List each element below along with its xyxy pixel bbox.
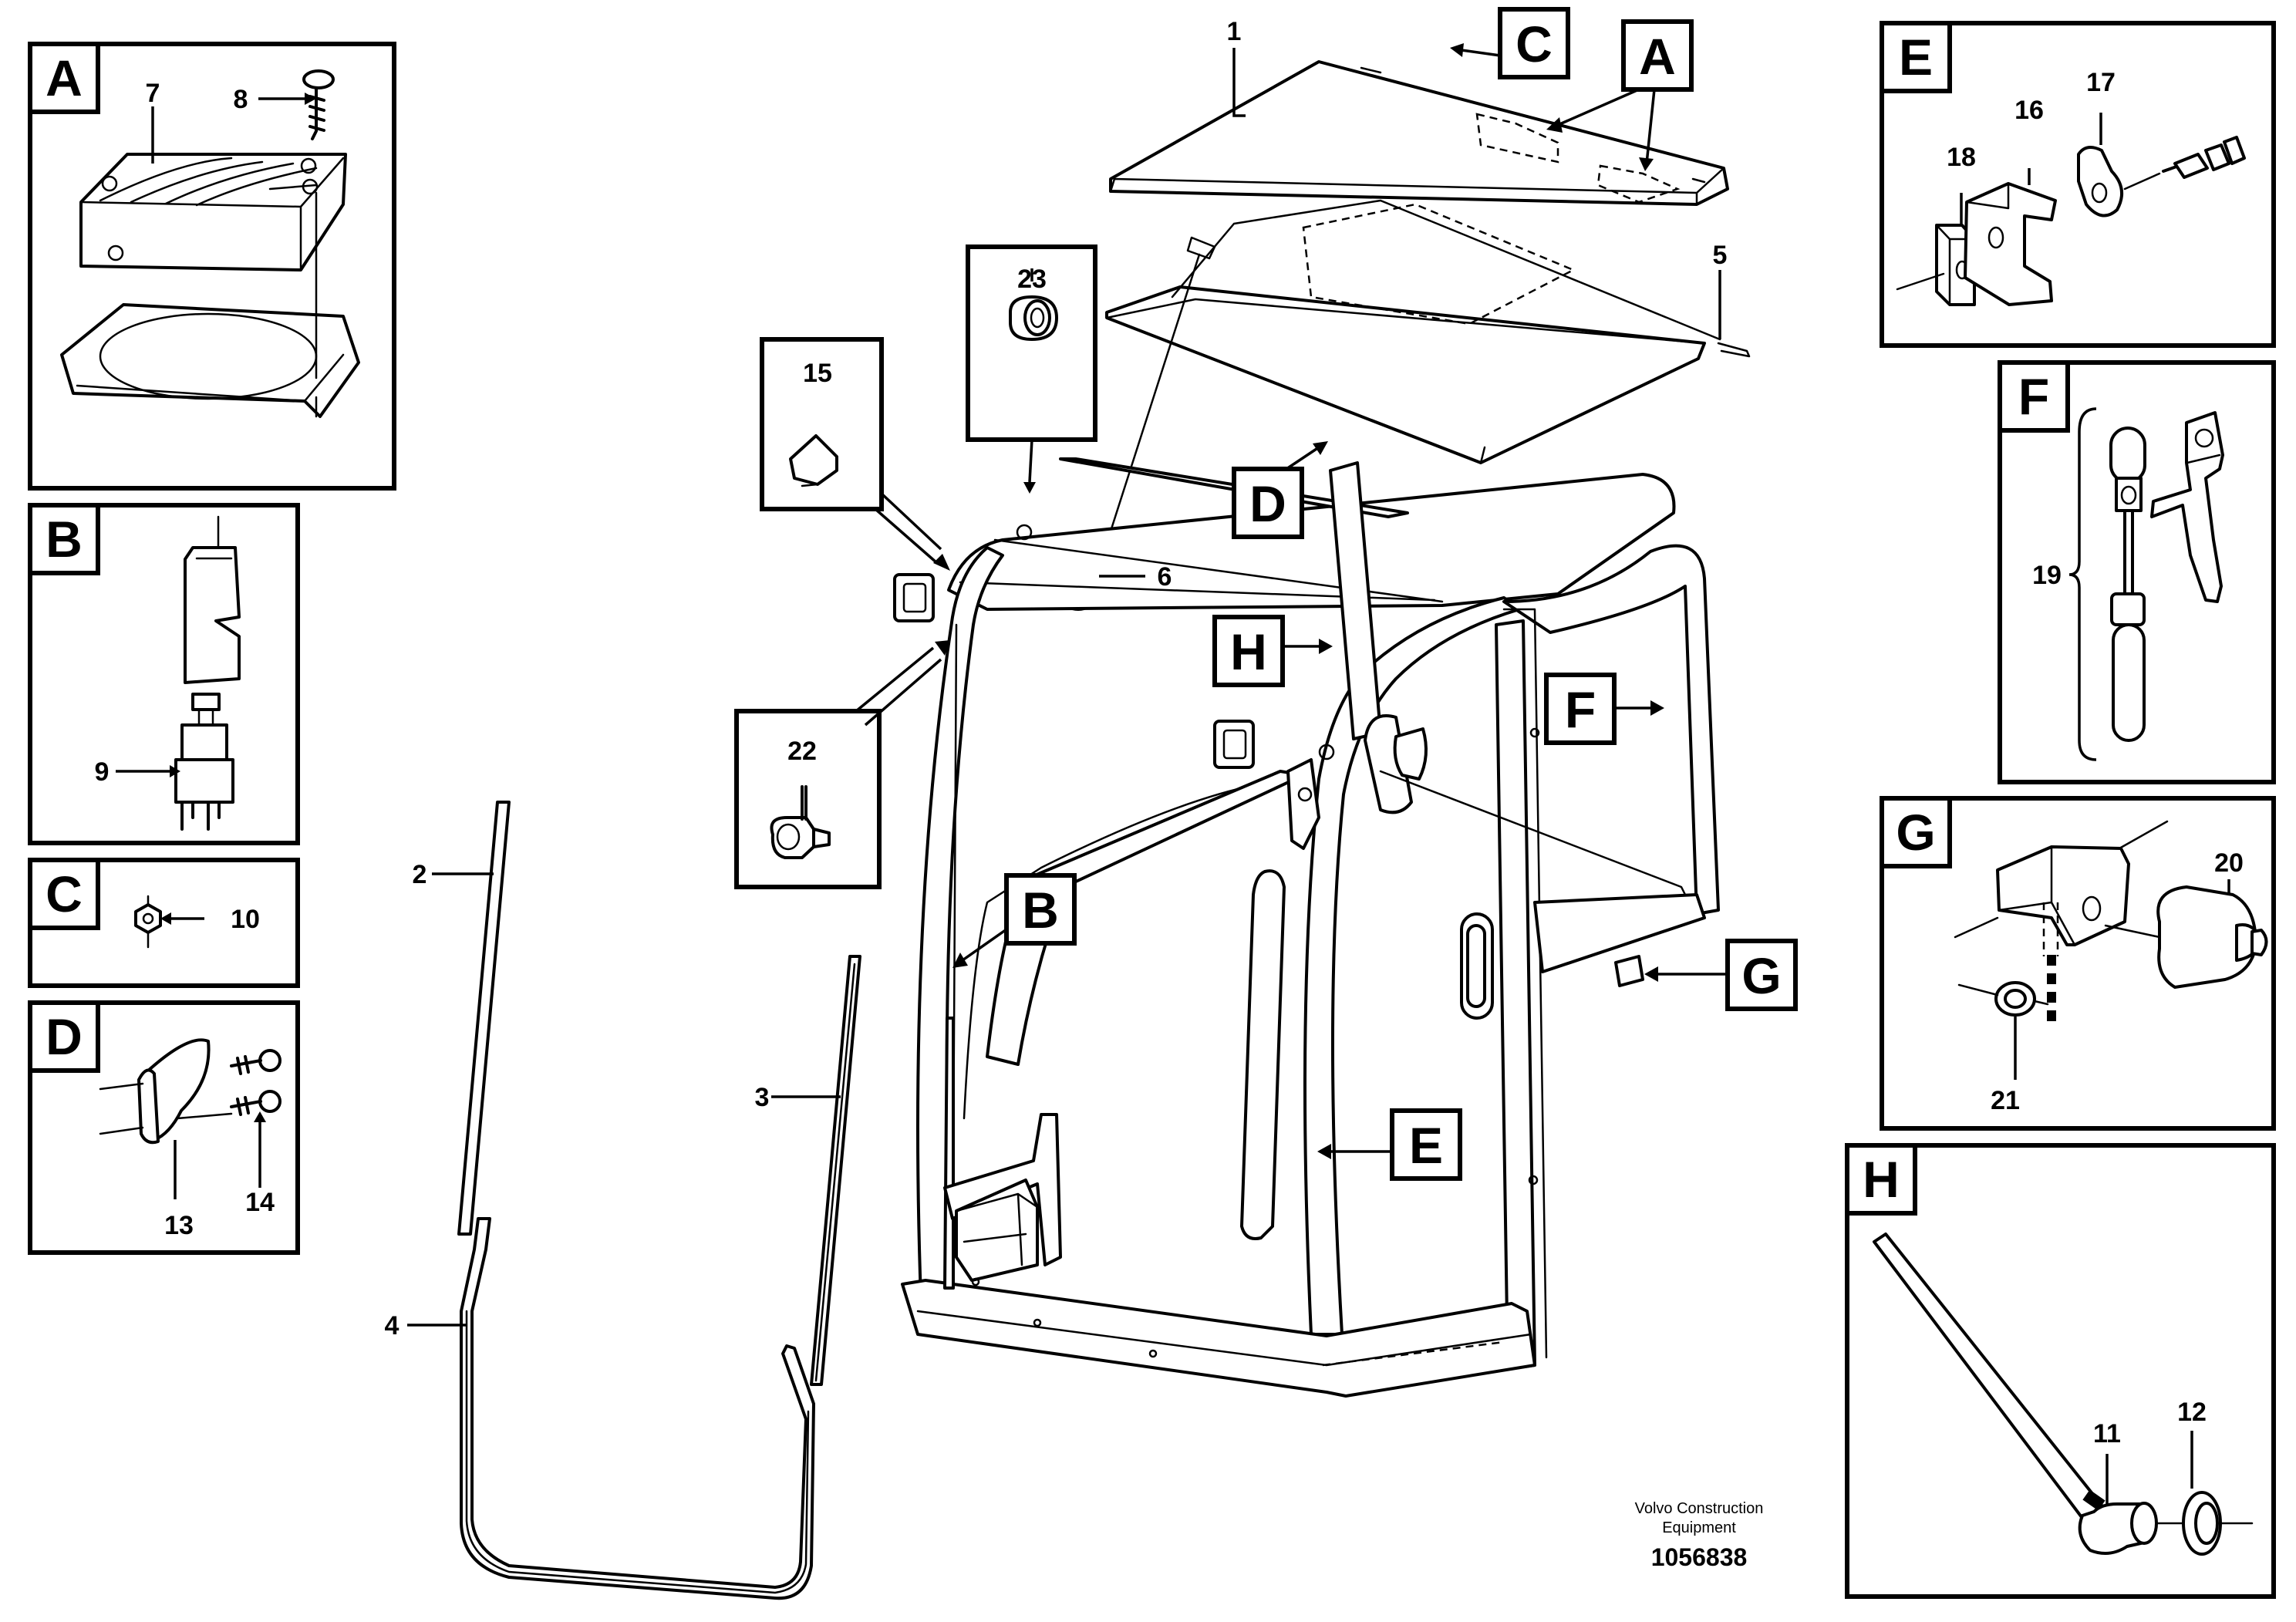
panel-letter-d: D (46, 1008, 83, 1065)
bracket-part-17 (2077, 146, 2161, 218)
door-switch-part (174, 515, 241, 831)
label-8: 8 (234, 85, 248, 114)
seal-strip-2 (457, 801, 511, 1236)
inset-grommet-23: 23 (966, 244, 1097, 494)
callout-c: C (1450, 7, 1570, 79)
callout-f: F (1544, 673, 1664, 745)
label-19: 19 (2032, 561, 2062, 590)
callout-e: E (1317, 1108, 1462, 1181)
speaker-bracket-part (60, 303, 360, 418)
label-17: 17 (2086, 68, 2116, 97)
label-14: 14 (245, 1188, 275, 1217)
screw-part-8 (302, 69, 335, 418)
svg-text:D: D (1249, 475, 1286, 532)
detail-panel-g: G 20 21 (1880, 796, 2276, 1131)
svg-text:H: H (1230, 623, 1267, 680)
inset-cap-15: 15 (760, 337, 950, 571)
cable-grommet-part (1873, 1233, 2192, 1555)
callout-b: B (952, 873, 1077, 968)
svg-text:A: A (1639, 28, 1676, 85)
work-light-right (1213, 720, 1255, 769)
gas-spring-part (2109, 427, 2146, 742)
label-3: 3 (755, 1083, 770, 1112)
detail-panel-c: C 10 (28, 858, 300, 988)
label-1: 1 (1227, 17, 1242, 46)
label-20: 20 (2214, 848, 2244, 878)
panel-letter-h: H (1863, 1151, 1900, 1208)
gas-spring-bracket (2150, 411, 2224, 603)
svg-text:G: G (1741, 947, 1781, 1004)
nut-clip-part-16 (1964, 182, 2057, 306)
detail-panel-a: A 7 8 (28, 42, 396, 491)
label-23: 23 (1017, 265, 1047, 294)
label-7: 7 (146, 79, 160, 108)
panel-letter-f: F (2018, 368, 2049, 425)
detail-panel-d: D 13 14 (28, 1000, 300, 1255)
drawing-footer: Volvo Construction Equipment 1056838 (1635, 1500, 1764, 1571)
detail-panel-f: F 19 (1998, 360, 2276, 784)
callout-a: A (1546, 19, 1694, 171)
label-5: 5 (1713, 241, 1728, 270)
label-21: 21 (1991, 1086, 2020, 1115)
panel-letter-c: C (46, 865, 83, 922)
label-4: 4 (385, 1311, 400, 1340)
cover-part-13 (99, 1038, 211, 1145)
detail-panel-b: B 9 (28, 503, 300, 845)
bolt-part (2162, 136, 2246, 179)
bumper-part-20 (2104, 885, 2268, 989)
callout-g: G (1644, 939, 1798, 1011)
callout-h: H (1212, 615, 1333, 687)
headliner-panel (1105, 199, 1751, 464)
brand-line-2: Equipment (1662, 1519, 1736, 1536)
door-seal-4 (460, 1217, 815, 1600)
callout-d: D (1232, 441, 1328, 539)
drawing-id: 1056838 (1651, 1543, 1748, 1571)
label-9: 9 (95, 757, 110, 787)
label-6: 6 (1158, 562, 1172, 592)
washer-part-21 (1957, 981, 2049, 1017)
panel-letter-g: G (1896, 804, 1935, 861)
speaker-grille-part (79, 153, 347, 271)
detail-panel-e: E 18 16 17 (1880, 21, 2276, 348)
bracket-part-g (1954, 820, 2169, 946)
brand-line-1: Volvo Construction (1635, 1500, 1764, 1517)
label-11: 11 (2093, 1419, 2121, 1448)
svg-text:C: C (1515, 15, 1553, 73)
svg-text:F: F (1565, 681, 1596, 738)
label-15: 15 (803, 359, 832, 388)
label-13: 13 (164, 1211, 194, 1240)
label-22: 22 (787, 737, 817, 766)
label-12: 12 (2177, 1398, 2207, 1427)
clip-nut-part (134, 895, 162, 949)
label-18: 18 (1947, 143, 1976, 172)
panel-letter-e: E (1899, 29, 1933, 86)
svg-text:B: B (1022, 882, 1059, 939)
grommet-part-12 (2182, 1491, 2254, 1556)
work-light-left (893, 573, 935, 622)
screws-part-14 (176, 1049, 282, 1120)
inset-plug-22: 22 (734, 640, 950, 889)
panel-letter-b: B (46, 511, 83, 568)
label-10: 10 (231, 905, 260, 934)
label-2: 2 (413, 860, 427, 889)
panel-letter-a: A (46, 49, 83, 106)
roof-panel (1109, 60, 1729, 206)
seal-strip-3 (810, 955, 861, 1386)
label-16: 16 (2014, 96, 2044, 125)
detail-panel-h: H 11 12 (1845, 1143, 2276, 1599)
svg-text:E: E (1409, 1117, 1443, 1174)
